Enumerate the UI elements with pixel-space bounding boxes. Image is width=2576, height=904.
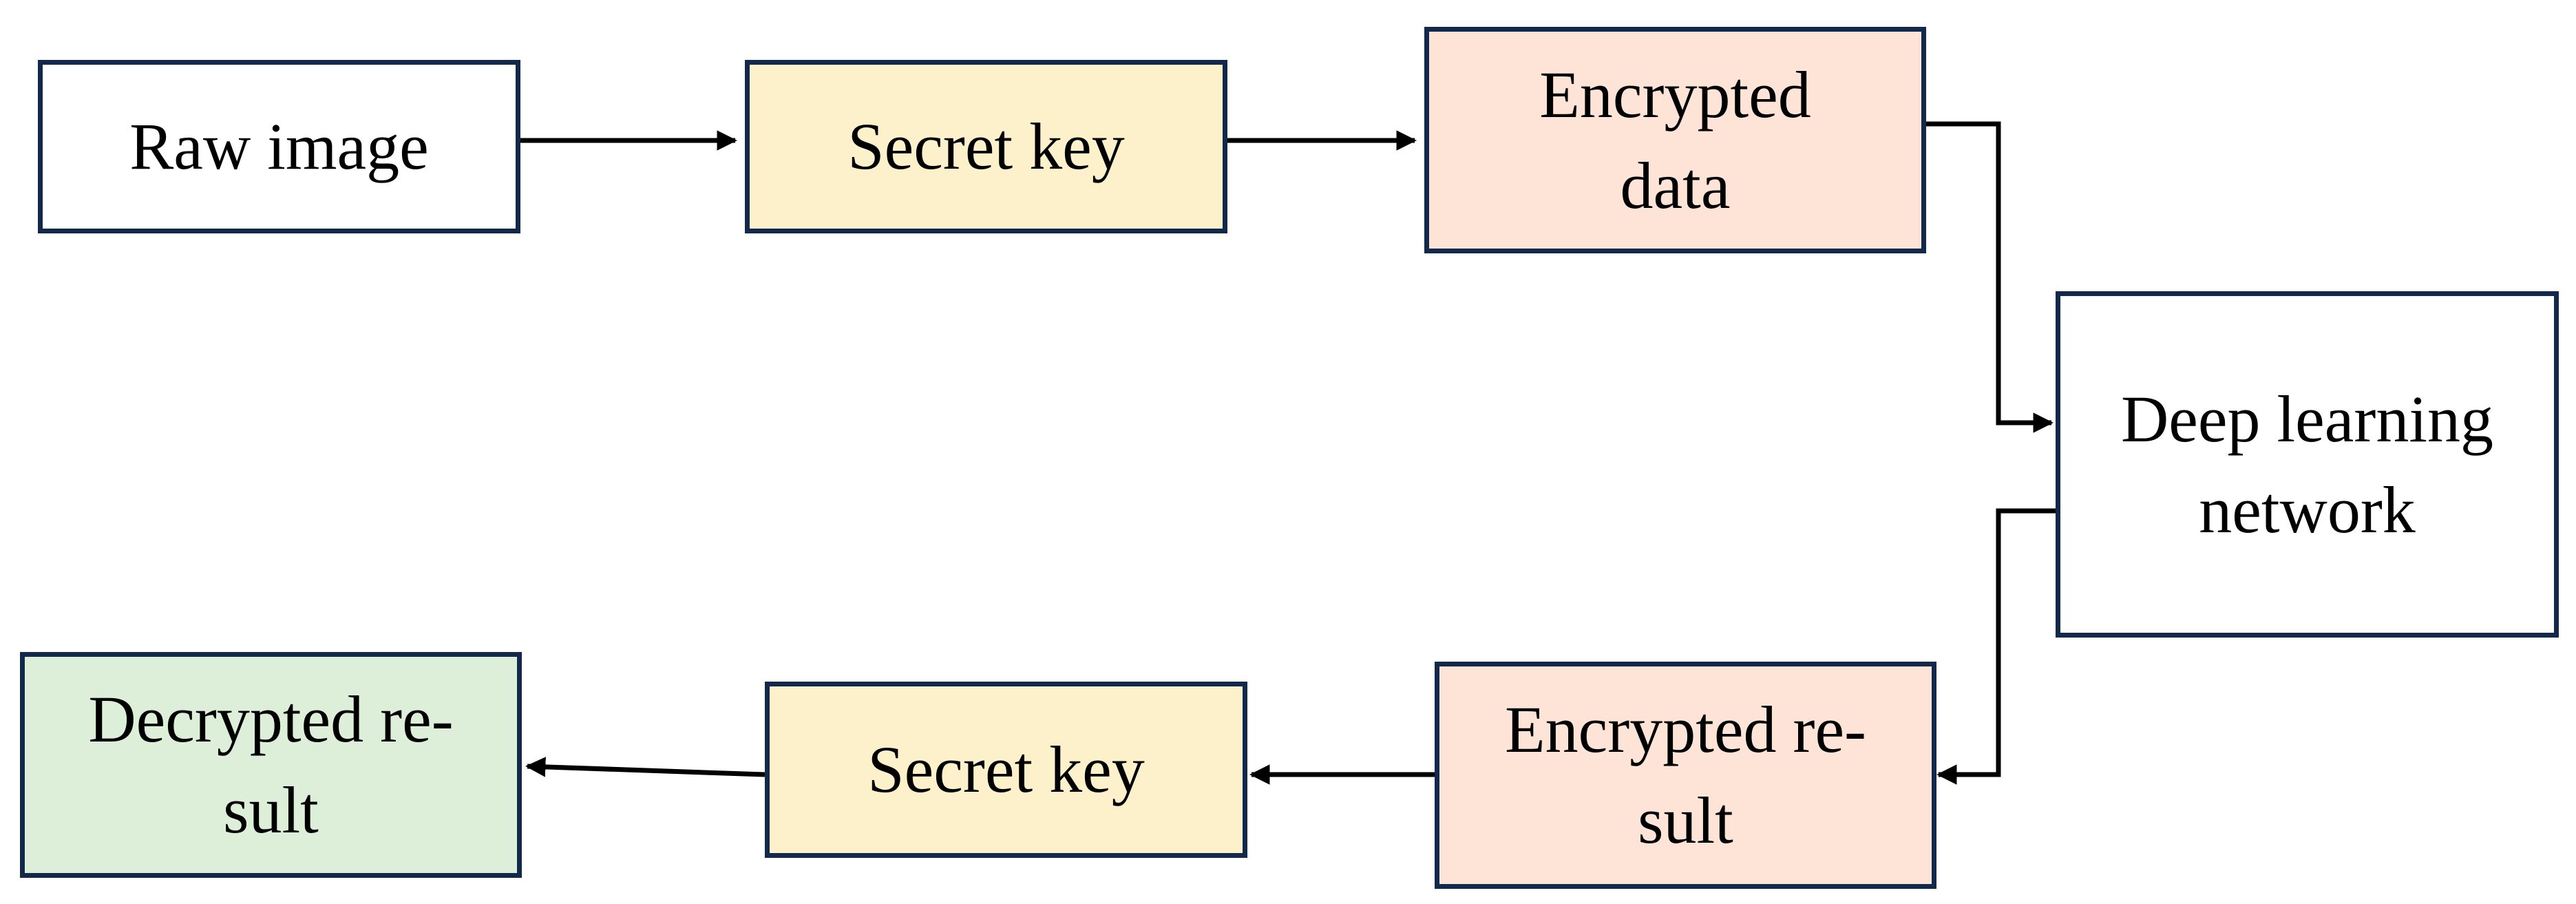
deep-learning-network-box: Deep learning network — [2056, 291, 2559, 638]
encrypted-result-label: Encrypted re- sult — [1504, 693, 1867, 857]
arrow-encrypted-to-network — [1926, 121, 2054, 433]
raw-image-label: Raw image — [129, 109, 429, 184]
deep-learning-network-label: Deep learning network — [2120, 381, 2494, 547]
decrypted-result-box: Decrypted re- sult — [20, 652, 522, 878]
encrypted-result-box: Encrypted re- sult — [1435, 662, 1936, 889]
secret-key-box-top: Secret key — [745, 60, 1227, 233]
decrypted-result-label: Decrypted re- sult — [88, 682, 454, 847]
encrypted-data-label: Encrypted data — [1539, 57, 1811, 222]
raw-image-box: Raw image — [38, 60, 520, 233]
arrow-key-to-decrypted-result — [525, 757, 766, 777]
secret-key-box-bottom: Secret key — [765, 682, 1247, 858]
encrypted-data-box: Encrypted data — [1424, 27, 1926, 253]
secret-key-top-label: Secret key — [847, 109, 1125, 184]
arrow-network-to-encrypted-result — [1936, 508, 2056, 785]
secret-key-bottom-label: Secret key — [867, 733, 1145, 807]
